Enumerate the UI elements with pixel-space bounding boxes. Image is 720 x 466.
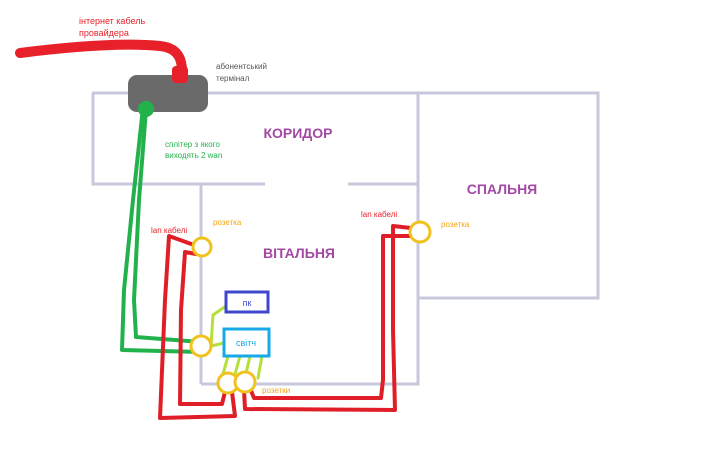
terminal-input-port [172,66,188,83]
socket-wan [189,334,213,358]
socket-link-cable-4 [256,354,264,380]
switch-link-cable [209,341,226,348]
walls [91,91,600,386]
wall-bedroom [418,91,600,300]
note-lan-right: lan кабелі [361,210,397,219]
lan-cable-left-inner [178,250,228,406]
room-label-bedroom: СПАЛЬНЯ [467,181,538,197]
lan-cable-right-inner [248,234,413,400]
internet-cable [15,39,187,85]
wall-left [91,93,265,186]
lan-cable-left-outer [158,234,237,420]
note-splitter-1: сплітер з якого [165,140,220,149]
pc-link-cable [209,304,228,348]
room-label-living: ВІТАЛЬНЯ [263,245,335,261]
lan-cables [158,224,413,420]
note-terminal-2: термінал [216,74,250,83]
note-sockets-bottom: розетки [262,386,290,395]
socket-living-left [191,236,213,258]
note-lan-left: lan кабелі [151,226,187,235]
switch-label: світч [236,338,256,348]
room-label-corridor: КОРИДОР [263,125,332,141]
wall-living-right [201,93,420,386]
pc-box [224,290,270,314]
terminal-splitter-port [138,101,154,117]
note-socket-left: розетка [213,218,242,227]
switch-box [222,327,271,358]
wan-cable-2 [120,106,203,354]
socket-bedroom [408,220,432,244]
socket-bottom-2 [233,370,257,394]
lan-cable-right-outer [242,224,413,412]
note-internet-cable-2: провайдера [79,28,129,38]
note-internet-cable-1: інтернет кабель [79,16,145,26]
wan-cable-1 [132,108,203,344]
note-socket-right: розетка [441,220,470,229]
wan-cables [120,106,203,354]
pc-label: пк [243,298,252,308]
note-splitter-2: виходять 2 wan [165,151,222,160]
note-terminal-1: абонентський [216,62,267,71]
sockets [189,220,432,395]
